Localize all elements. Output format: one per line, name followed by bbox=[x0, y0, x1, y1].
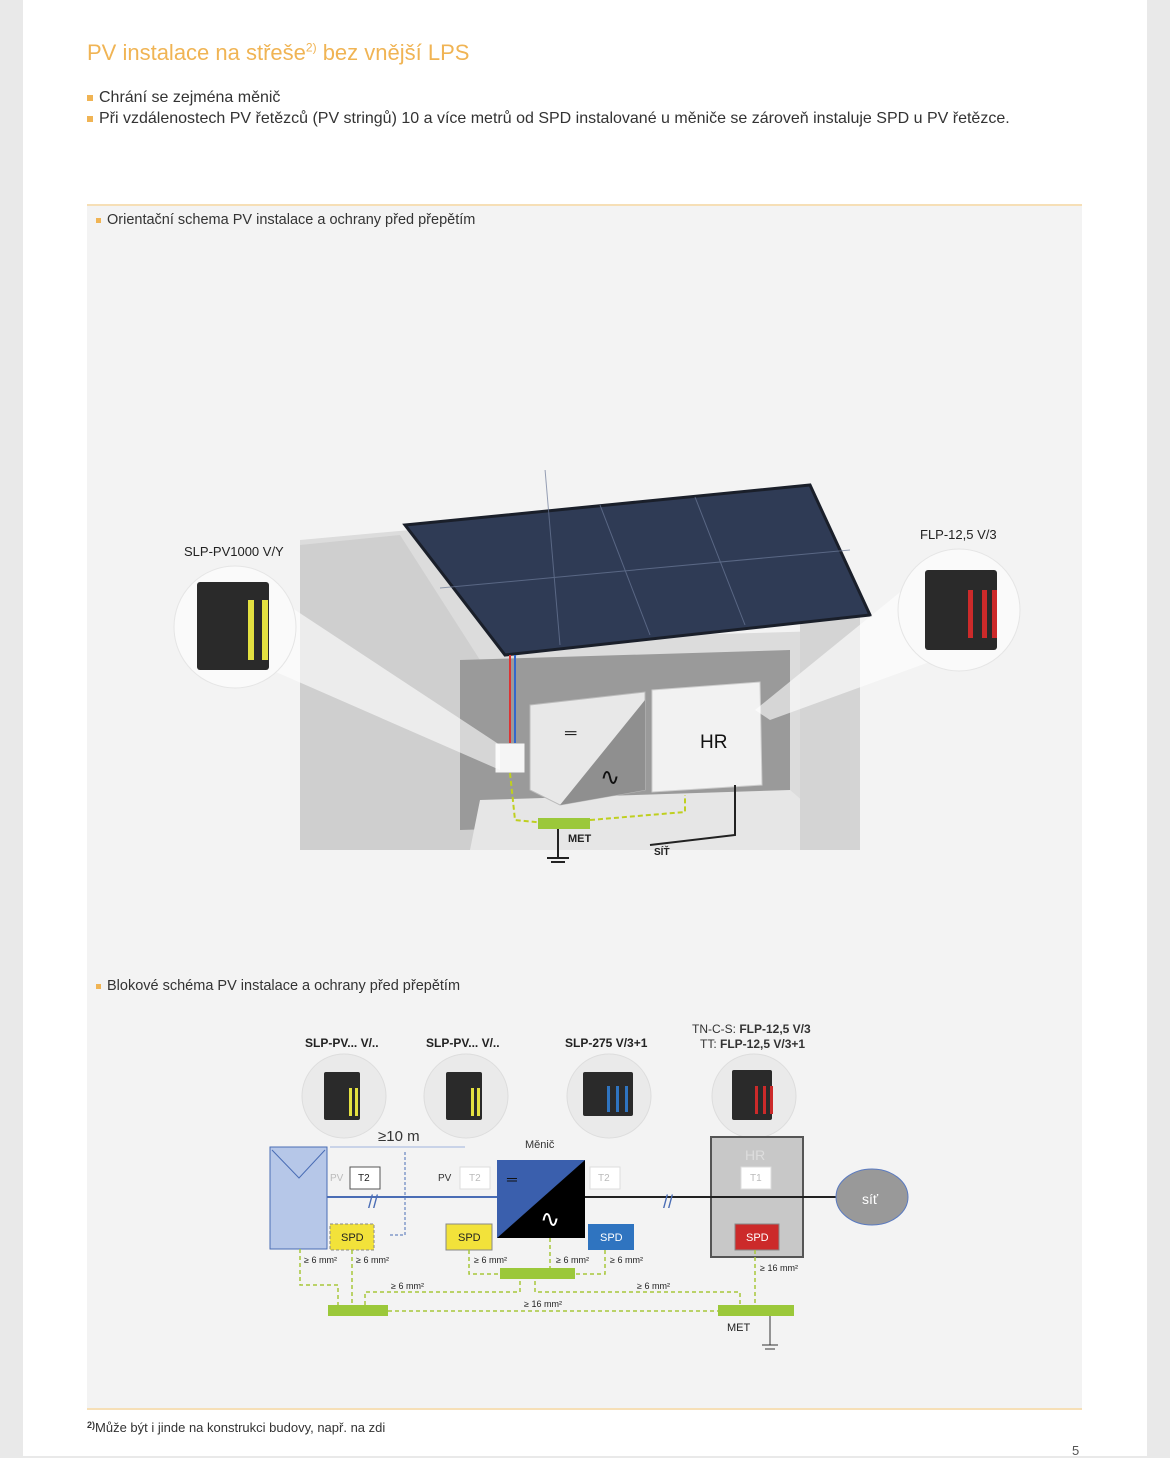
equipotential-bar bbox=[328, 1305, 388, 1316]
spd-block bbox=[734, 1223, 780, 1251]
type-label: T1 bbox=[750, 1173, 762, 1184]
svg-text:≥ 6 mm²: ≥ 6 mm² bbox=[304, 1255, 337, 1265]
distance-label: ≥10 m bbox=[378, 1128, 420, 1145]
caption-text: Blokové schéma PV instalace a ochrany př… bbox=[107, 978, 461, 994]
inverter-label: Měnič bbox=[525, 1139, 555, 1151]
spd-block bbox=[445, 1223, 493, 1251]
bullet-icon bbox=[87, 94, 93, 101]
svg-text:≥ 16 mm²: ≥ 16 mm² bbox=[524, 1299, 562, 1309]
grid-cloud bbox=[835, 1168, 909, 1226]
product-label: SLP-PV... V/.. bbox=[305, 1036, 379, 1050]
type-label: T2 bbox=[598, 1173, 610, 1184]
svg-text:SPD: SPD bbox=[341, 1232, 364, 1244]
product-label-right: FLP-12,5 V/3 bbox=[920, 527, 997, 542]
svg-text:═: ═ bbox=[506, 1171, 517, 1187]
orientation-caption: Orientační schema PV instalace a ochrany… bbox=[96, 212, 475, 228]
svg-text://: // bbox=[663, 1192, 673, 1212]
svg-text:≥ 6 mm²: ≥ 6 mm² bbox=[356, 1255, 389, 1265]
block-caption: Blokové schéma PV instalace a ochrany př… bbox=[96, 978, 460, 994]
equipotential-bar bbox=[500, 1268, 575, 1279]
bullet-icon bbox=[96, 983, 101, 989]
svg-text:≥ 6 mm²: ≥ 6 mm² bbox=[391, 1281, 424, 1291]
hr-label: HR bbox=[745, 1147, 765, 1163]
svg-text:SPD: SPD bbox=[600, 1232, 623, 1244]
page-number: 5 bbox=[1072, 1443, 1080, 1458]
spd-block bbox=[588, 1224, 634, 1250]
bullet-list: Chrání se zejména měnič Při vzdálenostec… bbox=[87, 87, 1010, 129]
svg-text://: // bbox=[368, 1192, 378, 1212]
footnote: 2)Může být i jinde na konstrukci budovy,… bbox=[87, 1420, 386, 1435]
spd-device-image bbox=[925, 570, 997, 650]
bullet-item: Chrání se zejména měnič bbox=[87, 87, 1010, 108]
svg-text:SPD: SPD bbox=[746, 1232, 769, 1244]
product-label-tt: TT: FLP-12,5 V/3+1 bbox=[700, 1037, 805, 1051]
met-bar bbox=[538, 818, 590, 829]
met-label: MET bbox=[727, 1322, 751, 1334]
product-label: SLP-PV... V/.. bbox=[426, 1036, 500, 1050]
pv-label: PV bbox=[330, 1173, 344, 1184]
svg-text:≥ 6 mm²: ≥ 6 mm² bbox=[556, 1255, 589, 1265]
svg-text:≥ 6 mm²: ≥ 6 mm² bbox=[474, 1255, 507, 1265]
bullet-icon bbox=[96, 217, 101, 223]
svg-text:∿: ∿ bbox=[540, 1206, 560, 1233]
met-bar bbox=[718, 1305, 794, 1316]
hr-label: HR bbox=[700, 732, 727, 753]
type-label: T2 bbox=[358, 1173, 370, 1184]
svg-text:≥ 16 mm²: ≥ 16 mm² bbox=[760, 1263, 798, 1273]
bullet-text: Chrání se zejména měnič bbox=[99, 89, 281, 106]
spd-block bbox=[329, 1223, 375, 1251]
block-diagram: SLP-PV... V/.. SLP-PV... V/.. SLP-275 V/… bbox=[269, 1022, 909, 1350]
pv-array bbox=[269, 1146, 328, 1250]
grid-label: síť bbox=[862, 1191, 879, 1207]
type-label: T2 bbox=[469, 1173, 481, 1184]
svg-text:≥ 6 mm²: ≥ 6 mm² bbox=[637, 1281, 670, 1291]
spd-device-image bbox=[197, 582, 269, 670]
svg-text:≥ 6 mm²: ≥ 6 mm² bbox=[610, 1255, 643, 1265]
distribution-box bbox=[651, 681, 763, 793]
product-label-tncs: TN-C-S: FLP-12,5 V/3 bbox=[692, 1022, 811, 1036]
bullet-item: Při vzdálenostech PV řetězců (PV stringů… bbox=[87, 108, 1010, 129]
product-label-left: SLP-PV1000 V/Y bbox=[184, 544, 284, 559]
bullet-text: Při vzdálenostech PV řetězců (PV stringů… bbox=[99, 110, 1010, 127]
grid-label: SÍŤ bbox=[654, 845, 670, 858]
caption-text: Orientační schema PV instalace a ochrany… bbox=[107, 212, 476, 228]
svg-text:∿: ∿ bbox=[600, 764, 620, 791]
svg-text:═: ═ bbox=[564, 725, 577, 742]
bullet-icon bbox=[87, 115, 93, 122]
svg-text:SPD: SPD bbox=[458, 1232, 481, 1244]
product-label: SLP-275 V/3+1 bbox=[565, 1036, 648, 1050]
page-title: PV instalace na střeše2) bez vnější LPS bbox=[87, 40, 470, 65]
house-illustration: ═ ∿ HR MET SÍŤ SLP-PV1000 V/Y FLP-12,5 V… bbox=[173, 470, 1021, 863]
met-label: MET bbox=[568, 833, 592, 845]
pv-label: PV bbox=[438, 1173, 452, 1184]
